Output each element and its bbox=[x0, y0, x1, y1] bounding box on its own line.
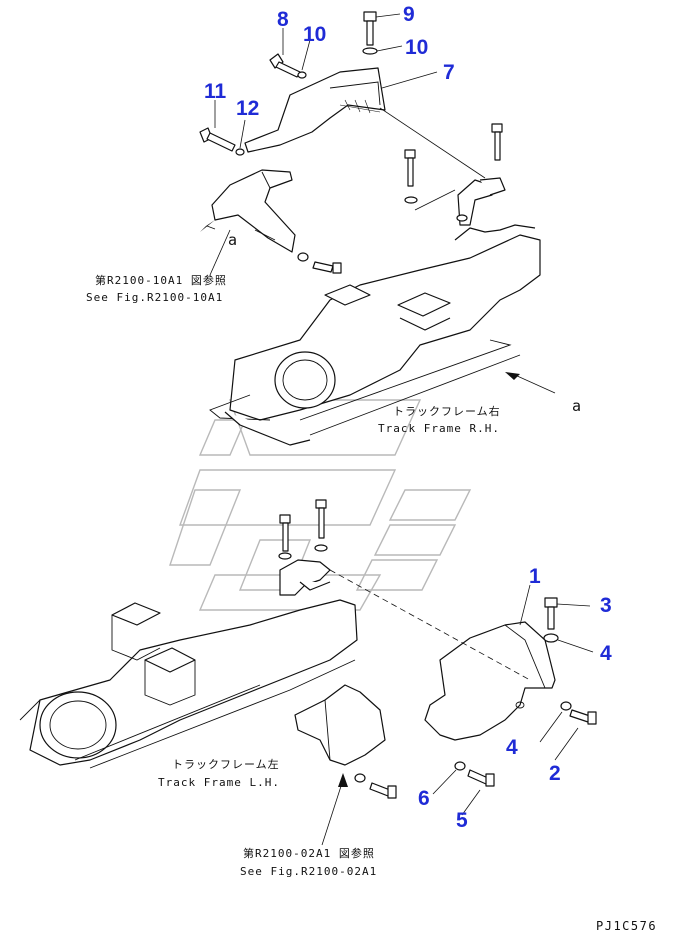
ref-top-en-label: See Fig.R2100-10A1 bbox=[86, 291, 223, 304]
track-frame-rh bbox=[209, 224, 541, 446]
callout-10-right: 10 bbox=[405, 36, 428, 59]
callout-4-right: 4 bbox=[600, 642, 612, 665]
frame-lh-jp-label: トラックフレーム左 bbox=[172, 758, 280, 771]
callout-3: 3 bbox=[600, 594, 612, 617]
lower-bracket bbox=[294, 684, 386, 766]
frame-rh-jp-label: トラックフレーム右 bbox=[393, 404, 501, 418]
callout-1: 1 bbox=[529, 565, 541, 588]
bolt-9 bbox=[362, 11, 378, 55]
view-a-right-label: a bbox=[572, 397, 583, 415]
callout-11: 11 bbox=[204, 80, 227, 103]
bolt-lower-bottom bbox=[354, 773, 397, 799]
bolt-2 bbox=[560, 701, 597, 725]
part-1-cover bbox=[424, 621, 556, 741]
lower-leaders bbox=[321, 569, 594, 846]
callout-7: 7 bbox=[443, 61, 455, 84]
bolt-3 bbox=[543, 597, 559, 643]
ref-top-jp-label: 第R2100-10A1 図参照 bbox=[95, 273, 227, 287]
callout-2: 2 bbox=[549, 762, 561, 785]
arrow-a-upper bbox=[200, 220, 215, 232]
callout-6: 6 bbox=[418, 787, 430, 810]
ref-bottom-en-label: See Fig.R2100-02A1 bbox=[240, 865, 377, 878]
view-a-upper-label: a bbox=[228, 231, 239, 249]
lower-saddle bbox=[279, 559, 331, 596]
upper-saddle bbox=[457, 177, 506, 226]
arrow-a-right bbox=[505, 372, 520, 380]
part-7-cover bbox=[244, 67, 386, 153]
ref-bottom-jp-label: 第R2100-02A1 図参照 bbox=[243, 846, 375, 860]
callout-10-left: 10 bbox=[303, 23, 326, 46]
callout-12: 12 bbox=[236, 97, 259, 120]
bolt-upper-low bbox=[297, 252, 342, 274]
frame-lh-en-label: Track Frame L.H. bbox=[158, 776, 280, 789]
bolt-11 bbox=[199, 127, 245, 156]
track-frame-lh bbox=[19, 599, 358, 769]
callout-5: 5 bbox=[456, 809, 468, 832]
callout-8: 8 bbox=[277, 8, 289, 31]
callout-4-lower: 4 bbox=[506, 736, 518, 759]
bolt-5 bbox=[454, 761, 495, 787]
bolt-8 bbox=[269, 53, 307, 79]
bolt-lower-center bbox=[278, 499, 328, 560]
bolt-upper-right bbox=[404, 123, 503, 222]
frame-rh-en-label: Track Frame R.H. bbox=[378, 422, 500, 435]
upper-bracket bbox=[211, 169, 296, 253]
callout-9: 9 bbox=[403, 3, 415, 26]
drawing-code: PJ1C576 bbox=[596, 919, 657, 933]
upper-leaders bbox=[206, 13, 556, 394]
arrow-ref-bottom bbox=[338, 773, 348, 787]
